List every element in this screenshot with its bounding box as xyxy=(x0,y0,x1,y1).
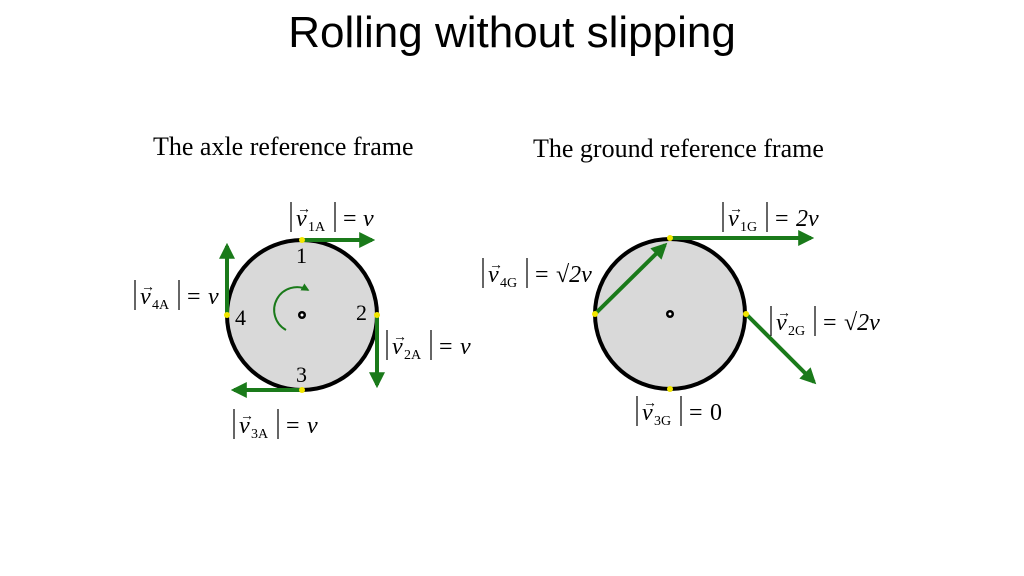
svg-text:√2v: √2v xyxy=(556,262,592,288)
axle-frame-label: The axle reference frame xyxy=(153,132,414,161)
svg-text:v: v xyxy=(239,413,250,439)
svg-text:→: → xyxy=(777,306,791,321)
svg-text:4A: 4A xyxy=(152,298,170,313)
svg-text:1A: 1A xyxy=(308,220,326,235)
svg-text:2A: 2A xyxy=(404,348,422,363)
svg-text:→: → xyxy=(489,258,503,273)
axle-wheel: 1 2 3 4 xyxy=(219,232,385,398)
svg-text:=: = xyxy=(689,400,703,426)
svg-text:v: v xyxy=(363,206,374,232)
svg-text:→: → xyxy=(729,202,743,217)
svg-text:v: v xyxy=(392,334,403,360)
equation-v3G: v → 3G = 0 xyxy=(636,396,722,429)
equation-v2A: v → 2A = v xyxy=(386,330,471,363)
svg-text:→: → xyxy=(141,280,155,295)
point-2A xyxy=(374,312,380,318)
point-label-1: 1 xyxy=(296,243,307,268)
ground-wheel xyxy=(592,230,817,392)
point-label-2: 2 xyxy=(356,300,367,325)
velocity-arrow-4G xyxy=(593,242,668,316)
svg-text:=: = xyxy=(286,413,300,439)
point-4A xyxy=(224,312,230,318)
point-4G xyxy=(592,311,598,317)
equation-v2G: v → 2G = √2v xyxy=(770,306,880,339)
svg-text:=: = xyxy=(439,334,453,360)
svg-text:=: = xyxy=(775,206,789,232)
ground-frame-label: The ground reference frame xyxy=(533,134,824,163)
page-title: Rolling without slipping xyxy=(288,8,736,57)
equation-v3A: v → 3A = v xyxy=(233,409,318,442)
svg-text:v: v xyxy=(140,284,151,310)
svg-text:1G: 1G xyxy=(740,220,757,235)
svg-text:v: v xyxy=(307,413,318,439)
svg-text:→: → xyxy=(393,330,407,345)
svg-text:=: = xyxy=(187,284,201,310)
point-2G xyxy=(743,311,749,317)
svg-text:v: v xyxy=(296,206,307,232)
svg-text:3G: 3G xyxy=(654,414,671,429)
svg-text:→: → xyxy=(240,409,254,424)
svg-text:v: v xyxy=(208,284,219,310)
svg-text:v: v xyxy=(776,310,787,336)
svg-text:0: 0 xyxy=(710,400,722,426)
svg-text:3A: 3A xyxy=(251,427,269,442)
svg-text:v: v xyxy=(460,334,471,360)
equation-v1A: v → 1A = v xyxy=(290,202,374,235)
point-3G xyxy=(667,386,673,392)
svg-text:v: v xyxy=(488,262,499,288)
equation-v1G: v → 1G = 2v xyxy=(722,202,819,235)
svg-text:v: v xyxy=(728,206,739,232)
svg-text:=: = xyxy=(823,310,837,336)
equation-v4G: v → 4G = √2v xyxy=(482,258,592,291)
svg-text:√2v: √2v xyxy=(844,310,880,336)
point-1G xyxy=(667,235,673,241)
point-label-4: 4 xyxy=(235,305,246,330)
svg-text:=: = xyxy=(535,262,549,288)
svg-text:2G: 2G xyxy=(788,324,805,339)
svg-text:=: = xyxy=(343,206,357,232)
svg-text:→: → xyxy=(297,202,311,217)
point-1A xyxy=(299,237,305,243)
point-3A xyxy=(299,387,305,393)
svg-text:2v: 2v xyxy=(796,206,819,232)
rotation-arrow xyxy=(273,283,310,331)
point-label-3: 3 xyxy=(296,362,307,387)
equation-v4A: v → 4A = v xyxy=(134,280,219,313)
svg-text:4G: 4G xyxy=(500,276,517,291)
velocity-arrow-2G xyxy=(744,312,817,385)
svg-text:v: v xyxy=(642,400,653,426)
svg-text:→: → xyxy=(643,396,657,411)
